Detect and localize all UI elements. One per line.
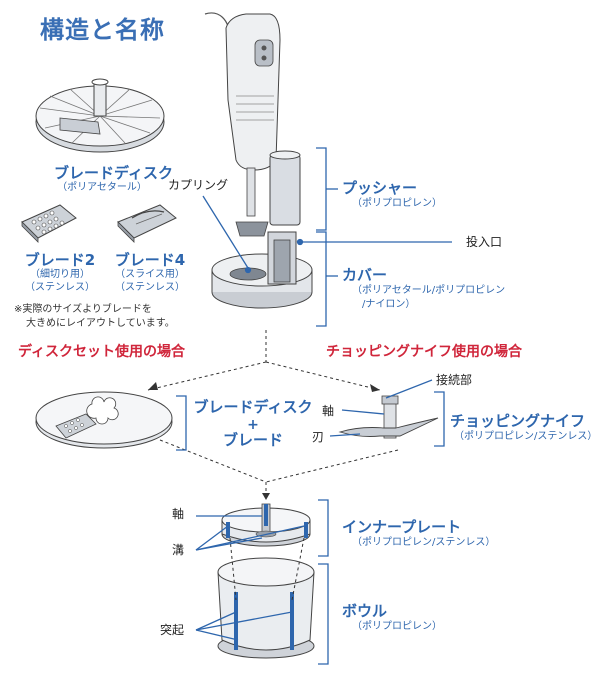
blade4-illustration	[118, 205, 176, 242]
disc-combo-line1: ブレードディスク	[188, 400, 318, 415]
pusher-material: （ポリプロピレン）	[352, 199, 442, 209]
callout-bracket-disc	[176, 396, 186, 450]
chopping-knife-illustration	[340, 396, 438, 438]
disc-set-section-title: ディスクセット使用の場合	[18, 345, 185, 359]
bowl-label: ボウル	[342, 604, 387, 619]
inner-plate-illustration	[222, 504, 310, 546]
bowl-material: （ポリプロピレン）	[352, 622, 442, 632]
cover-material-line1: （ポリアセタール/ポリプロピレン	[352, 286, 505, 296]
disc-combo-plus: +	[188, 418, 318, 432]
size-note-line1: ※実際のサイズよりブレードを	[14, 303, 152, 317]
disc-combo-line2: ブレード	[188, 433, 318, 448]
knife-shaft-label: 軸	[322, 405, 334, 417]
chopping-section-title: チョッピングナイフ使用の場合	[326, 345, 522, 359]
size-note-line2: 大きめにレイアウトしています。	[26, 317, 175, 331]
cover-material-line2: /ナイロン）	[362, 300, 415, 310]
cover-label: カバー	[342, 268, 387, 283]
connector-label: 接続部	[436, 374, 472, 386]
pusher-label: プッシャー	[342, 181, 417, 196]
knife-blade-label: 刃	[312, 431, 324, 443]
blade-disc-label: ブレードディスク	[54, 166, 150, 181]
chopping-knife-material: （ポリプロピレン/ステンレス）	[454, 432, 597, 442]
coupling-label: カプリング	[168, 179, 228, 191]
inner-plate-material: （ポリプロピレン/ステンレス）	[352, 538, 495, 548]
chopping-knife-label: チョッピングナイフ	[450, 414, 585, 429]
blade4-material: （ステンレス）	[110, 283, 190, 293]
groove-label: 溝	[172, 544, 184, 556]
blade2-label: ブレード2	[22, 253, 98, 268]
disc-set-illustration	[36, 392, 172, 448]
blade2-material: （ステンレス）	[22, 283, 98, 293]
inner-plate-label: インナープレート	[342, 520, 461, 535]
plate-shaft-label: 軸	[172, 508, 184, 520]
pusher-illustration	[270, 151, 300, 225]
inlet-label: 投入口	[466, 236, 502, 248]
blade4-label: ブレード4	[110, 253, 190, 268]
blade2-use: （細切り用）	[22, 270, 98, 280]
blade-disc-material: （ポリアセタール）	[54, 183, 150, 193]
page-title: 構造と名称	[40, 18, 165, 42]
blade4-use: （スライス用）	[110, 270, 190, 280]
protrusion-label: 突起	[160, 624, 184, 636]
blade-disc-illustration	[36, 79, 164, 152]
bowl-illustration	[218, 558, 314, 658]
blade2-illustration	[22, 205, 76, 242]
